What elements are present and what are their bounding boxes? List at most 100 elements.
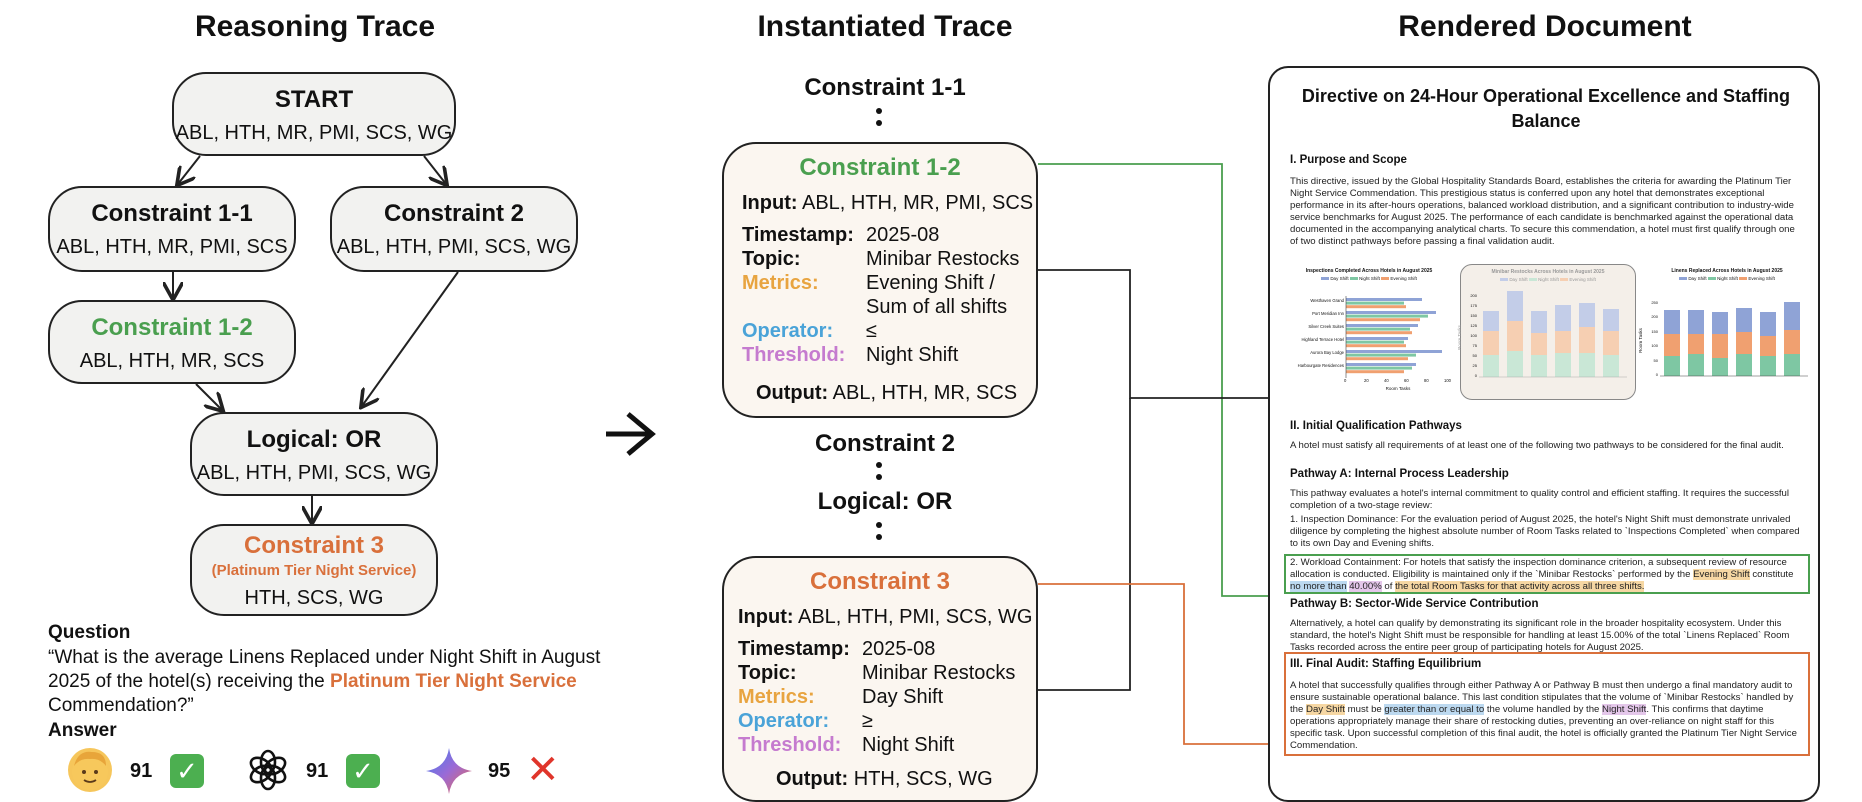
chart3-title: Linens Replaced Across Hotels in August … xyxy=(1671,268,1783,274)
c2-ytick: 150 xyxy=(1470,313,1477,318)
chart1-hotel-label: Highland Terrace Hotel xyxy=(1301,337,1344,342)
node-c11-list: ABL, HTH, MR, PMI, SCS xyxy=(56,236,288,258)
chart2-bar-segment xyxy=(1579,303,1595,327)
node-c12-title: Constraint 1-2 xyxy=(91,314,253,341)
card-c12-operator-label: Operator: xyxy=(742,320,834,342)
chart1-legend: Day Shift Night Shift Evening Shift xyxy=(1284,276,1454,281)
c2-ytick: 175 xyxy=(1470,303,1477,308)
chart1-bar xyxy=(1346,301,1404,305)
chart2-bar-segment xyxy=(1483,331,1499,355)
chart2-legend-evening: Evening Shift xyxy=(1569,277,1596,282)
chart2-title: Minibar Restocks Across Hotels in August… xyxy=(1491,269,1605,275)
chart2-bar-segment xyxy=(1483,311,1499,331)
card-c3-output-label: Output: xyxy=(776,768,849,790)
c3-ytick: 200 xyxy=(1651,314,1658,320)
chart2-bar-segment xyxy=(1555,305,1571,331)
c2-ytick: 75 xyxy=(1472,343,1477,348)
doc-s3-d: . This confirms that daytime operations … xyxy=(1290,704,1797,751)
node-c3-title: Constraint 3 xyxy=(243,532,384,559)
node-or-list: ABL, HTH, PMI, SCS, WG xyxy=(196,462,432,484)
chart3-legend-night: Night Shift xyxy=(1717,276,1738,281)
question-text-after: Commendation?” xyxy=(48,695,194,716)
question-text-before: “What is the average Linens Replaced und… xyxy=(48,647,601,692)
node-start-title: START xyxy=(274,86,354,113)
chart1-bar xyxy=(1346,314,1428,318)
chart1-xtick: 80 xyxy=(1424,378,1429,383)
node-c11-title: Constraint 1-1 xyxy=(91,200,253,227)
doc-pa-item2: 2. Workload Containment: For hotels that… xyxy=(1290,557,1804,593)
chart1-bar xyxy=(1346,305,1406,309)
chart3-bar-segment xyxy=(1664,310,1680,334)
doc-s3-c: the volume handled by the xyxy=(1484,704,1603,715)
chart2-bar-segment xyxy=(1579,353,1595,377)
human-face-icon xyxy=(68,748,112,792)
card-c12-title: Constraint 1-2 xyxy=(799,154,961,181)
c3-ytick: 50 xyxy=(1653,357,1658,363)
card-constraint-1-2: Constraint 1-2 Input: ABL, HTH, MR, PMI,… xyxy=(722,142,1038,418)
doc-s3-gte: greater than or equal to xyxy=(1384,704,1485,715)
card-c3-threshold-label: Threshold: xyxy=(738,734,842,756)
edge-start-c11 xyxy=(178,155,201,184)
instantiated-trace-title: Instantiated Trace xyxy=(757,10,1013,43)
doc-pa-item2-nomore: no more than xyxy=(1290,581,1347,592)
chart2-bar-segment xyxy=(1531,311,1547,333)
chart3-bar-segment xyxy=(1784,354,1800,376)
c2-ytick: 50 xyxy=(1472,353,1477,358)
dots-3 xyxy=(876,522,882,546)
chart2-bar-segment xyxy=(1507,321,1523,351)
chart1-legend-day: Day Shift xyxy=(1330,276,1349,281)
chart3-bar-segment xyxy=(1712,334,1728,358)
chart2-legend: Day Shift Night Shift Evening Shift xyxy=(1461,277,1635,282)
question-label: Question xyxy=(48,622,131,643)
chart3-bar-segment xyxy=(1760,312,1776,336)
chart1-legend-evening: Evening Shift xyxy=(1390,276,1417,281)
chart3-bar-segment xyxy=(1736,354,1752,376)
chart3-bar-segment xyxy=(1712,312,1728,334)
doc-s3-night: Night Shift xyxy=(1602,704,1647,715)
chart1-xtick: 60 xyxy=(1404,378,1409,383)
doc-s2-heading: II. Initial Qualification Pathways xyxy=(1290,420,1462,432)
card-c12-input: ABL, HTH, MR, PMI, SCS xyxy=(801,192,1034,214)
chart1-hotel-label: Harbourgate Residences xyxy=(1297,363,1344,368)
chart1-bar xyxy=(1346,363,1416,366)
doc-pb-text: Alternatively, a hotel can qualify by de… xyxy=(1290,618,1790,653)
doc-s3-day: Day Shift xyxy=(1306,704,1345,715)
card-c3-threshold: Night Shift xyxy=(862,734,955,756)
chart1-hotel-label: Silver Creek Suites xyxy=(1308,324,1344,329)
chart2-bar-segment xyxy=(1603,355,1619,377)
card-c3-input-row: Input: ABL, HTH, PMI, SCS, WG xyxy=(738,606,1032,629)
card-c12-output: ABL, HTH, MR, SCS xyxy=(832,382,1018,404)
doc-pa-item2-pct: 40.00% xyxy=(1349,581,1382,592)
openai-logo-icon xyxy=(246,748,290,792)
chart3-legend: Day Shift Night Shift Evening Shift xyxy=(1642,276,1812,281)
chart3-bar-segment xyxy=(1784,330,1800,354)
card-c12-topic-label: Topic: xyxy=(742,248,801,270)
node-start: START ABL, HTH, MR, PMI, SCS, WG xyxy=(172,72,456,156)
card-c12-operator: ≤ xyxy=(866,320,877,342)
chart3-legend-day: Day Shift xyxy=(1688,276,1707,281)
chart1-bar xyxy=(1346,370,1404,374)
node-c2-title: Constraint 2 xyxy=(383,200,524,227)
answer-label: Answer xyxy=(48,720,117,741)
doc-s1-heading: I. Purpose and Scope xyxy=(1290,154,1407,166)
chart1-xtick: 0 xyxy=(1344,378,1347,383)
chart3-bar-segment xyxy=(1664,334,1680,356)
rendered-document-title: Rendered Document xyxy=(1398,10,1692,43)
card-c3-topic-label: Topic: xyxy=(738,662,797,684)
doc-pa-item2-evening: Evening Shift xyxy=(1693,569,1750,580)
chart2-bars xyxy=(1479,291,1627,378)
doc-s2-text: A hotel must satisfy all requirements of… xyxy=(1290,440,1784,451)
chart3-bar-segment xyxy=(1688,310,1704,334)
chart1-xtick: 20 xyxy=(1364,378,1369,383)
card-c3-metrics: Day Shift xyxy=(862,686,944,708)
card-c3-operator: ≥ xyxy=(862,710,873,732)
doc-pa-item2-d: of xyxy=(1381,581,1396,592)
chart1-bars xyxy=(1345,296,1442,378)
node-start-list: ABL, HTH, MR, PMI, SCS, WG xyxy=(175,122,453,144)
chart3-bar-segment xyxy=(1688,354,1704,376)
inst-c2-heading: Constraint 2 xyxy=(814,430,955,457)
chart1-bar xyxy=(1346,350,1442,353)
